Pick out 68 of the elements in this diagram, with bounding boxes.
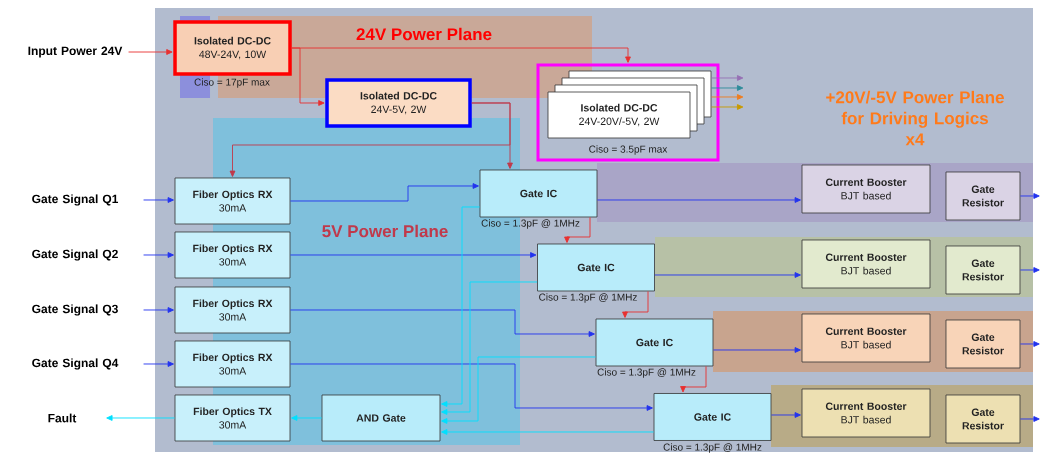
arrow xyxy=(1019,416,1040,422)
resistor-box: Gate Resistor xyxy=(945,394,1021,444)
arrow xyxy=(289,309,595,337)
arrow xyxy=(143,197,174,203)
capacitance-label: Ciso = 17pF max xyxy=(194,78,270,88)
arrow xyxy=(1019,193,1040,199)
booster-box: Current Booster BJT based xyxy=(801,313,931,363)
arrow xyxy=(1019,341,1040,347)
arrow xyxy=(712,347,801,353)
transmitter-box: Fiber Optics TX 30mA xyxy=(174,394,291,442)
converter-stack-drawing: Isolated DC-DC 24V-20V/-5V, 2W xyxy=(547,70,712,139)
arrow xyxy=(289,183,479,202)
gate-driver-box: Gate IC xyxy=(595,318,714,367)
arrow xyxy=(441,206,481,407)
arrow xyxy=(710,94,744,100)
arrow xyxy=(710,75,744,81)
signal-label: Gate Signal Q4 xyxy=(32,358,119,370)
signal-label: Gate Signal Q2 xyxy=(32,249,118,261)
arrow xyxy=(128,49,173,55)
booster-box: Current Booster BJT based xyxy=(801,164,931,214)
converter-box: Isolated DC-DC 24V-5V, 2W xyxy=(325,78,472,128)
gate-driver-box: Gate IC xyxy=(653,393,772,441)
resistor-box: Gate Resistor xyxy=(945,245,1021,295)
signal-label: Gate Signal Q3 xyxy=(32,304,118,316)
arrow xyxy=(143,361,174,367)
receiver-box: Fiber Optics RX 30mA xyxy=(174,286,291,334)
arrow xyxy=(564,216,591,243)
arrow xyxy=(710,104,744,110)
receiver-box: Fiber Optics RX 30mA xyxy=(174,340,291,388)
arrow xyxy=(596,197,801,203)
signal-label: Gate Signal Q1 xyxy=(32,194,118,206)
arrow xyxy=(289,363,653,411)
arrow xyxy=(710,85,744,91)
arrow xyxy=(471,102,513,169)
highlight-frame xyxy=(536,63,720,162)
converter-box: Isolated DC-DC 48V-24V, 10W xyxy=(173,20,292,76)
arrow xyxy=(770,412,801,418)
input-label: Input Power 24V xyxy=(28,46,123,58)
booster-box: Current Booster BJT based xyxy=(801,239,931,289)
signal-label: Fault xyxy=(48,413,77,423)
booster-box: Current Booster BJT based xyxy=(801,388,931,438)
plane-label: 5V Power Plane xyxy=(322,224,448,238)
capacitance-label: Ciso = 1.3pF @ 1MHz xyxy=(481,219,580,229)
capacitance-label: Ciso = 1.3pF @ 1MHz xyxy=(539,293,637,303)
resistor-box: Gate Resistor xyxy=(945,171,1021,221)
receiver-box: Fiber Optics RX 30mA xyxy=(174,177,291,225)
arrow xyxy=(441,429,655,435)
arrow xyxy=(289,252,537,258)
arrow xyxy=(291,415,323,421)
capacitance-label: Ciso = 1.3pF @ 1MHz xyxy=(663,443,762,453)
arrow xyxy=(291,47,631,63)
arrow xyxy=(143,252,174,258)
arrow xyxy=(622,290,649,318)
arrow xyxy=(1019,267,1040,273)
arrow xyxy=(441,356,597,424)
capacitance-label: Ciso = 1.3pF @ 1MHz xyxy=(597,368,696,378)
and-gate-box: AND Gate xyxy=(321,394,441,442)
gate-driver-box: Gate IC xyxy=(537,243,655,292)
plane-label: 24V Power Plane xyxy=(356,27,492,41)
gate-driver-box: Gate IC xyxy=(479,169,598,218)
receiver-box: Fiber Optics RX 30mA xyxy=(174,231,291,279)
arrow xyxy=(106,415,176,421)
capacitance-label: Ciso = 3.5pF max xyxy=(589,145,668,155)
arrow xyxy=(143,307,174,313)
arrow xyxy=(441,281,538,415)
arrow xyxy=(654,272,801,278)
resistor-box: Gate Resistor xyxy=(945,319,1021,369)
arrow xyxy=(680,365,707,393)
